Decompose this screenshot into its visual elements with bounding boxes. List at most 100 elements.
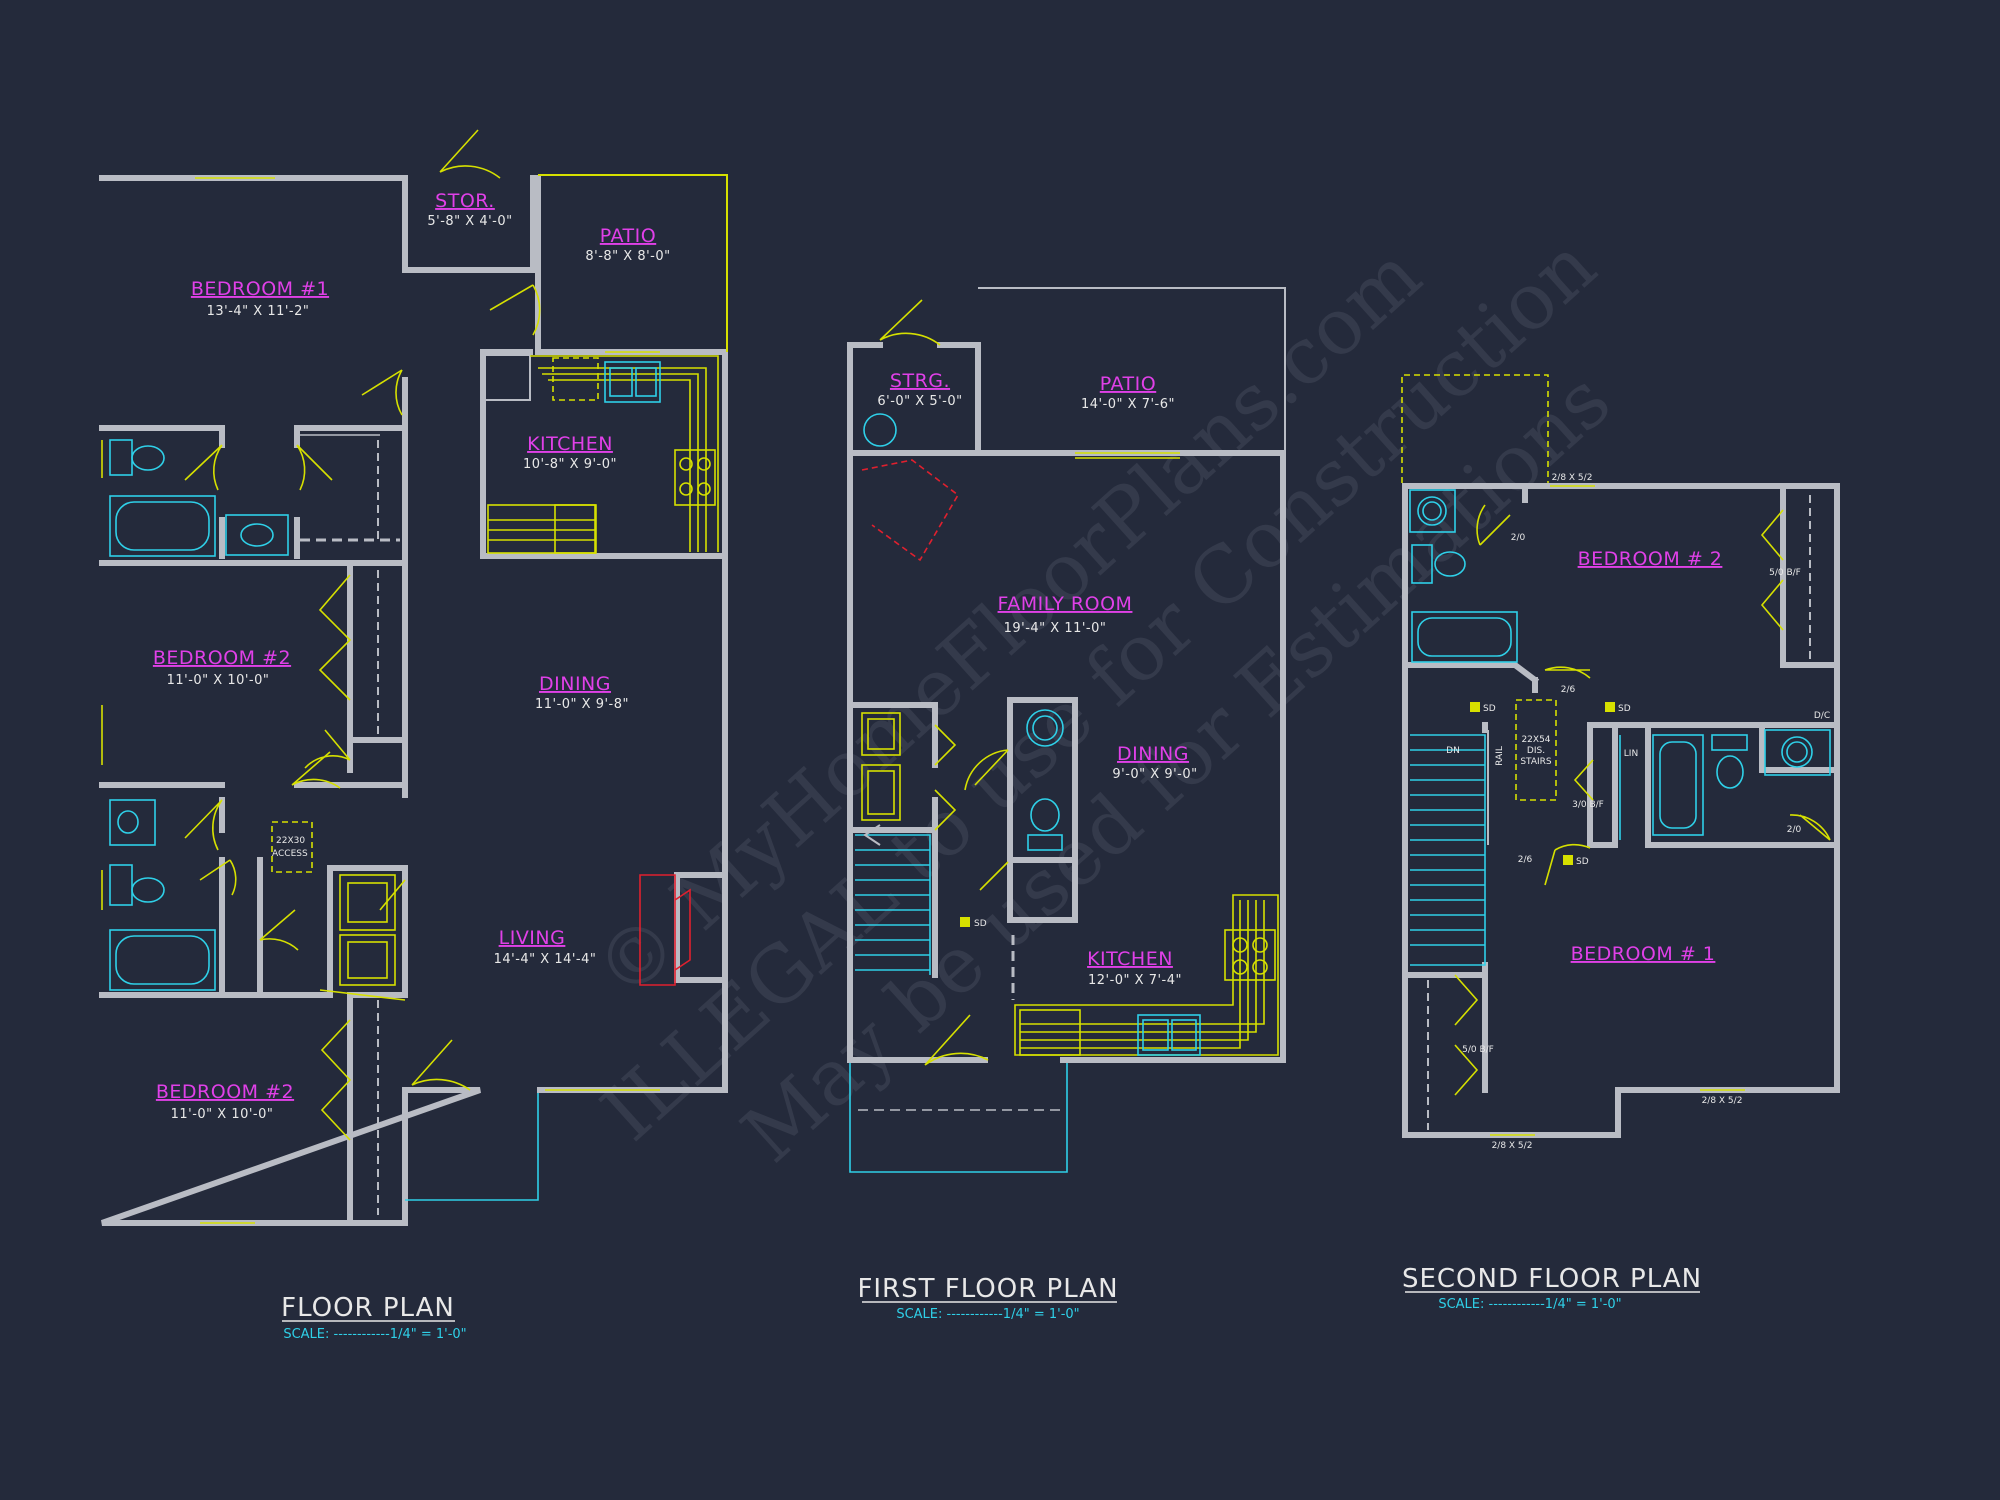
label-dn: DN: [1446, 746, 1460, 756]
room-patio-name: PATIO: [1100, 373, 1156, 395]
label-door-20b: 2/0: [1787, 825, 1802, 835]
bath1-door: [1476, 504, 1511, 546]
floor-plan-scale: SCALE: ------------1/4" = 1'-0": [283, 1327, 466, 1342]
room-patio-dim: 14'-0" X 7'-6": [1081, 397, 1175, 412]
fridge: [552, 357, 599, 401]
room-dining-name: DINING: [539, 673, 611, 695]
first-kitchen-counters: [1014, 894, 1279, 1056]
fireplace-wall: [674, 872, 728, 983]
pantry: [484, 354, 531, 401]
washer-dryer: [861, 712, 901, 821]
patio-outline: [538, 174, 728, 352]
attic-stairs: [1515, 699, 1557, 801]
bedroom1-wall: [99, 377, 408, 798]
attic-access-label-1: 22X30: [276, 836, 305, 846]
stair-wall: [850, 702, 938, 978]
room-bedroom2a-dim: 11'-0" X 10'-0": [167, 673, 270, 688]
attic-access: [271, 821, 313, 873]
label-sd1: SD: [1483, 704, 1496, 714]
attic-access-label-2: ACCESS: [272, 849, 308, 859]
garage-slab: [849, 1063, 1068, 1173]
room-bedroom2b-name: BEDROOM #2: [156, 1081, 294, 1103]
room-bedroom1-name: BEDROOM #1: [191, 278, 329, 300]
hall-wall: [99, 797, 408, 998]
powder-wall: [1007, 697, 1078, 923]
laundry: [339, 874, 396, 986]
powder-door: [964, 749, 1009, 891]
second-floor-plan: 2/8 X 5/2 2/0 5/0 B/F 2/6 SD SD SD D/C L…: [1401, 374, 1840, 1312]
stair-wall: [1402, 722, 1488, 1093]
family-room-fireplace: [861, 459, 960, 562]
bath1-fixtures: [109, 434, 380, 557]
room-kitchen-name: KITCHEN: [1087, 948, 1173, 970]
room-living-name: LIVING: [499, 927, 566, 949]
label-door-20a: 2/0: [1511, 533, 1526, 543]
label-win-top: 2/8 X 5/2: [1552, 473, 1593, 483]
second-windows: [1490, 485, 1745, 1136]
bath-wall: [1402, 483, 1540, 685]
label-sd2: SD: [1618, 704, 1631, 714]
hall-doors: [1544, 666, 1831, 886]
label-attic-3: STAIRS: [1520, 757, 1552, 767]
first-floor-plan: SD STRG. 6'-0" X 5'-0" PATIO 14'-0" X 7'…: [847, 287, 1286, 1322]
room-bedroom1-name: BEDROOM # 1: [1571, 943, 1716, 965]
label-door-26b: 2/6: [1518, 855, 1533, 865]
label-bifold-30: 3/0 B/F: [1572, 800, 1604, 810]
doors: [184, 129, 541, 1141]
fireplace: [639, 874, 691, 986]
windows: [101, 177, 660, 1224]
label-win-bottom2: 2/8 X 5/2: [1492, 1141, 1533, 1151]
patio-outline: [978, 287, 1286, 453]
label-dc: D/C: [1814, 711, 1830, 721]
label-attic-1: 22X54: [1521, 735, 1550, 745]
room-patio-dim: 8'-8" X 8'-0": [585, 249, 670, 264]
exterior-wall: [1402, 483, 1840, 1138]
first-sd-label: SD: [974, 919, 987, 929]
kitchen-sink: [604, 361, 661, 403]
room-kitchen-name: KITCHEN: [527, 433, 613, 455]
front-door: [924, 1014, 989, 1066]
strg-door: [879, 299, 941, 346]
room-bedroom2-name: BEDROOM # 2: [1578, 548, 1723, 570]
label-bifold-50b: 5/0 B/F: [1462, 1045, 1494, 1055]
bath-wall: [99, 425, 408, 566]
first-floor-plan-scale: SCALE: ------------1/4" = 1'-0": [896, 1307, 1079, 1322]
room-family-name: FAMILY ROOM: [998, 593, 1133, 615]
room-dining-name: DINING: [1117, 743, 1189, 765]
water-heater: [863, 413, 897, 447]
room-bedroom2a-name: BEDROOM #2: [153, 647, 291, 669]
room-bedroom2b-dim: 11'-0" X 10'-0": [171, 1107, 274, 1122]
balcony-outline: [1401, 374, 1549, 483]
room-bedroom1-dim: 13'-4" X 11'-2": [207, 304, 310, 319]
second-bath1-fixtures: [1409, 489, 1518, 663]
bedroom2-closet-doors: [1760, 509, 1784, 631]
watermark-line-2: ILLEGAL to use for Construction: [585, 221, 1613, 1159]
room-living-dim: 14'-4" X 14'-4": [494, 952, 597, 967]
second-floor-plan-scale: SCALE: ------------1/4" = 1'-0": [1438, 1297, 1621, 1312]
powder-fixtures: [1026, 709, 1064, 851]
room-stor-name: STOR.: [435, 190, 495, 212]
room-patio-name: PATIO: [600, 225, 656, 247]
stairs: [855, 834, 931, 975]
room-kitchen-dim: 10'-8" X 9'-0": [523, 457, 617, 472]
room-kitchen-dim: 12'-0" X 7'-4": [1088, 973, 1182, 988]
second-bath2-fixtures: [1619, 729, 1831, 840]
label-rail: RAIL: [1495, 746, 1505, 766]
room-dining-dim: 11'-0" X 9'-8": [535, 697, 629, 712]
porch: [405, 1093, 539, 1201]
floor-plan-title: FLOOR PLAN: [281, 1293, 455, 1323]
stair-arrow: [863, 824, 881, 846]
hall-wall: [1532, 677, 1840, 848]
room-stor-dim: 5'-8" X 4'-0": [427, 214, 512, 229]
label-attic-2: DIS.: [1527, 746, 1545, 756]
label-sd3: SD: [1576, 857, 1589, 867]
watermark: © MyHomeFloorPlans.com ILLEGAL to use fo…: [579, 221, 1628, 1180]
room-dining-dim: 9'-0" X 9'-0": [1112, 767, 1197, 782]
bedroom1-closet-doors: [1454, 974, 1479, 1096]
first-floor-plan-title: FIRST FLOOR PLAN: [857, 1274, 1118, 1304]
label-bifold-50: 5/0 B/F: [1769, 568, 1801, 578]
second-stairs: [1410, 734, 1486, 966]
patio-door: [1075, 452, 1180, 459]
laundry-door: [934, 724, 957, 831]
